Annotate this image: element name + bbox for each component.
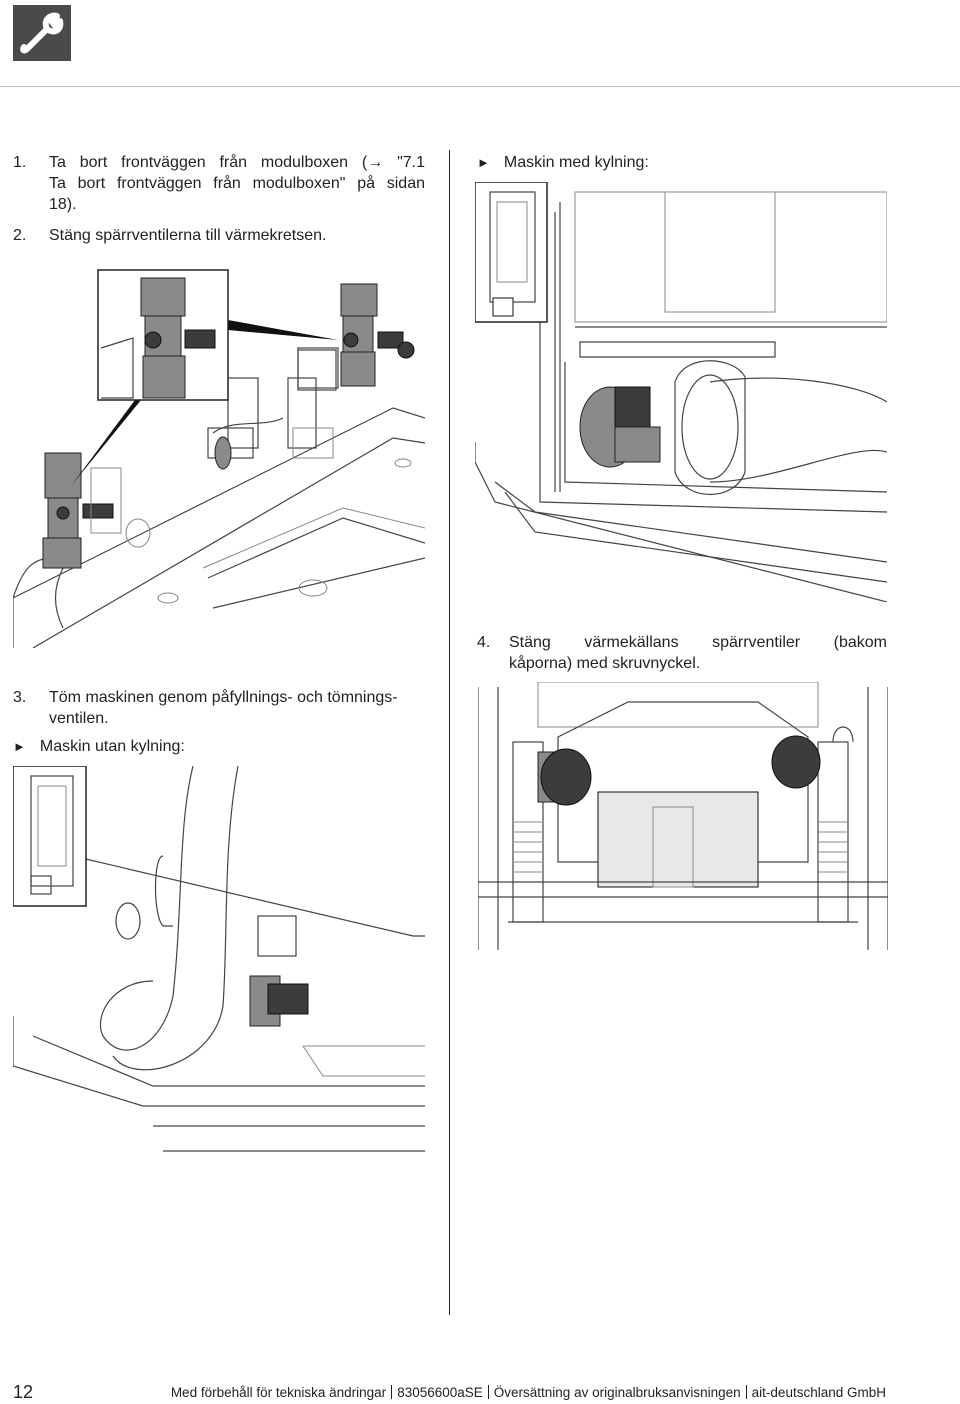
step-4: 4. Stäng värmekällans spärrventiler (bak… (477, 632, 887, 674)
non-cooling-machine-illustration (13, 766, 425, 1152)
wrench-icon (13, 5, 71, 61)
step-text: 18). (49, 196, 77, 213)
step-text: Stäng värmekällans spärrventiler (bakom (509, 634, 887, 651)
step-number: 1. (13, 154, 27, 171)
bullet-arrow-icon: ► (477, 155, 490, 170)
page-number: 12 (13, 1382, 34, 1402)
footer-separator (391, 1385, 393, 1399)
bullet-label: Maskin utan kylning: (39, 738, 185, 755)
step-2: 2. Stäng spärrventilerna till värmekrets… (13, 225, 425, 246)
bullet-label: Maskin med kylning: (503, 154, 649, 171)
cooling-machine-illustration (475, 182, 887, 602)
footer-separator (487, 1385, 489, 1399)
step-number: 4. (477, 634, 491, 651)
footer-disclaimer: Med förbehåll för tekniska ändringar (170, 1385, 387, 1400)
footer-translation-note: Översättning av originalbruksanvisningen (493, 1385, 741, 1400)
bullet-arrow-icon: ► (13, 739, 26, 754)
footer-doc-number: 83056600aSE (397, 1385, 483, 1400)
bullet-with-cooling: ► Maskin med kylning: (477, 152, 649, 173)
step-number: 2. (13, 227, 27, 244)
footer-separator (745, 1385, 747, 1399)
bullet-without-cooling: ► Maskin utan kylning: (13, 736, 185, 757)
heat-source-valves-illustration (478, 682, 888, 950)
step-text: Töm maskinen genom påfyllnings- och tömn… (49, 689, 398, 706)
step-number: 3. (13, 689, 27, 706)
step-text: ventilen. (49, 710, 109, 727)
step-text: Ta bort frontväggen från modulboxen (→ "… (49, 154, 425, 171)
header-rule (0, 86, 960, 87)
valves-illustration (13, 269, 425, 648)
step-1: 1. Ta bort frontväggen från modulboxen (… (13, 152, 425, 215)
step-3: 3. Töm maskinen genom påfyllnings- och t… (13, 687, 425, 729)
step-text: Stäng spärrventilerna till värmekretsen. (49, 227, 327, 244)
footer-company: ait-deutschland GmbH (751, 1385, 886, 1400)
footer-text: Med förbehåll för tekniska ändringar 8305… (171, 1385, 886, 1400)
step-text: Ta bort frontväggen från modulboxen" på … (49, 175, 425, 192)
column-divider (449, 150, 450, 1315)
step-text: kåporna) med skruvnyckel. (509, 655, 701, 672)
